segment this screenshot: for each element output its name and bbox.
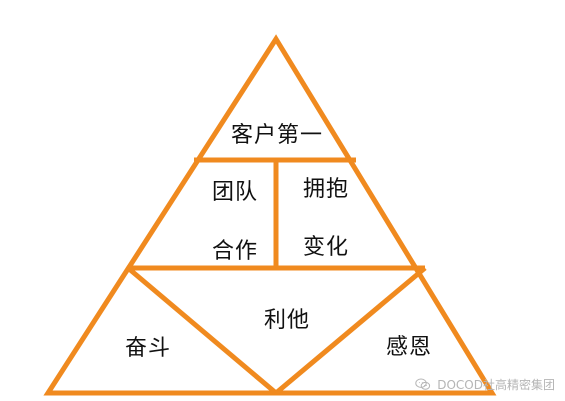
pyramid-outline (43, 34, 497, 396)
wechat-icon (415, 378, 431, 391)
label-cooperation: 合作 (212, 239, 259, 264)
watermark: DOCOD社高精密集团 (415, 378, 555, 391)
label-gratitude: 感恩 (386, 335, 433, 360)
label-change: 变化 (303, 235, 350, 260)
right-diagonal-divider (274, 266, 427, 395)
left-diagonal-divider (126, 266, 278, 395)
label-striving: 奋斗 (125, 336, 172, 361)
label-embrace: 拥抱 (303, 177, 350, 202)
label-team: 团队 (212, 180, 259, 205)
watermark-text: DOCOD社高精密集团 (437, 377, 555, 392)
label-customer-first: 客户第一 (231, 123, 324, 148)
label-altruism: 利他 (264, 308, 311, 333)
